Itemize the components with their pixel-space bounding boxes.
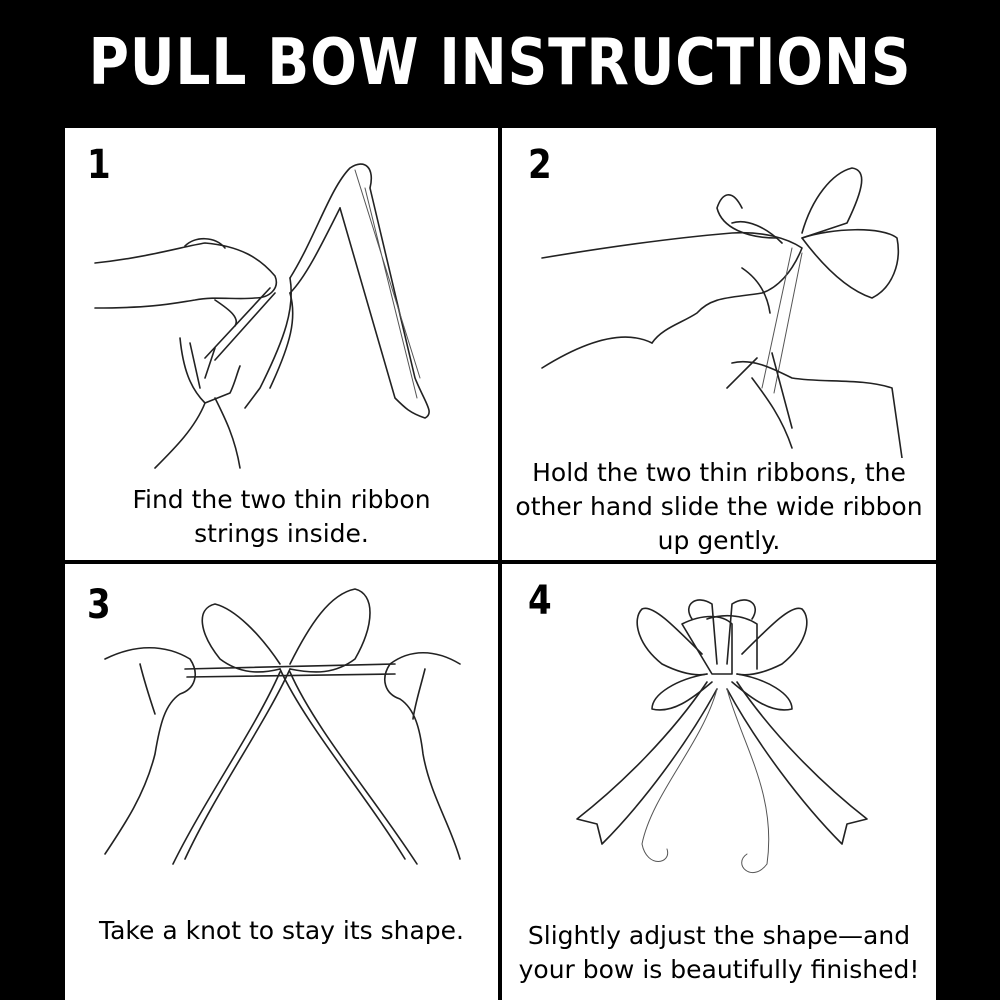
step-2-caption: Hold the two thin ribbons, the other han… [502, 456, 936, 558]
step-4-caption-line: Slightly adjust the shape—and [527, 921, 911, 950]
step-2-caption-line: other hand slide the wide ribbon [515, 492, 923, 521]
step-1-caption: Find the two thin ribbon strings inside. [65, 483, 498, 551]
step-1-caption-line: strings inside. [194, 519, 369, 548]
step-4-panel: 4 Slightly adjust the shape—and your bow… [502, 564, 936, 1000]
step-3-caption: Take a knot to stay its shape. [65, 914, 498, 948]
step-3-illustration [104, 588, 461, 865]
step-2-illustration [541, 167, 903, 458]
step-4-illustration [576, 599, 868, 874]
step-3-panel: 3 Take a knot to stay its shape. [65, 564, 498, 1000]
step-1-caption-line: Find the two thin ribbon [132, 485, 431, 514]
page-title: PULL BOW INSTRUCTIONS [88, 25, 912, 100]
step-3-number: 3 [87, 582, 111, 628]
step-2-caption-line: up gently. [657, 526, 781, 555]
step-1-number: 1 [87, 142, 111, 188]
step-3-caption-line: Take a knot to stay its shape. [98, 916, 465, 945]
step-4-caption: Slightly adjust the shape—and your bow i… [502, 919, 936, 987]
step-4-number: 4 [528, 578, 552, 624]
step-4-caption-line: your bow is beautifully finished! [518, 955, 920, 984]
step-1-illustration [94, 163, 430, 469]
step-2-caption-line: Hold the two thin ribbons, the [532, 458, 906, 487]
step-2-panel: 2 Hold the two thin ribbons, the other h… [502, 128, 936, 560]
step-2-number: 2 [528, 142, 552, 188]
step-1-panel: 1 Find the two thin ribbon strings insid… [65, 128, 498, 560]
